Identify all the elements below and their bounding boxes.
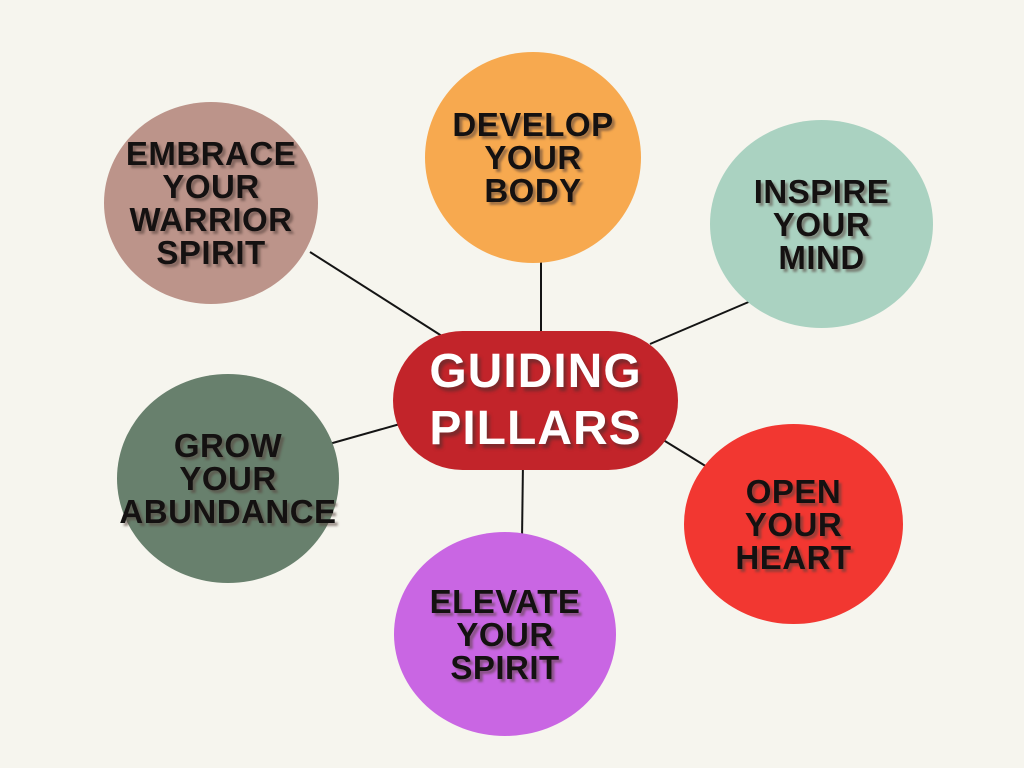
center-node-guiding-pillars: GUIDING PILLARS xyxy=(393,331,678,470)
node-open-your-heart: OPEN YOUR HEART xyxy=(684,424,903,624)
node-grow-your-abundance: GROW YOUR ABUNDANCE xyxy=(117,374,339,583)
connector-line-bottom xyxy=(521,461,524,541)
node-develop-your-body: DEVELOP YOUR BODY xyxy=(425,52,641,263)
node-label: OPEN YOUR HEART xyxy=(735,472,852,576)
node-label: INSPIRE YOUR MIND xyxy=(753,172,890,276)
connector-line-top-left xyxy=(309,251,446,339)
center-node-label: GUIDING PILLARS xyxy=(429,344,642,455)
node-embrace-your-warrior-spirit: EMBRACE YOUR WARRIOR SPIRIT xyxy=(104,102,318,304)
node-label: GROW YOUR ABUNDANCE xyxy=(119,427,337,530)
node-label: ELEVATE YOUR SPIRIT xyxy=(429,582,581,686)
node-elevate-your-spirit: ELEVATE YOUR SPIRIT xyxy=(394,532,616,736)
connector-line-top-right xyxy=(649,297,759,345)
connector-line-right xyxy=(659,437,713,471)
connector-line-left xyxy=(321,423,401,447)
node-inspire-your-mind: INSPIRE YOUR MIND xyxy=(710,120,933,328)
node-label: DEVELOP YOUR BODY xyxy=(452,106,614,209)
node-label: EMBRACE YOUR WARRIOR SPIRIT xyxy=(125,135,297,271)
